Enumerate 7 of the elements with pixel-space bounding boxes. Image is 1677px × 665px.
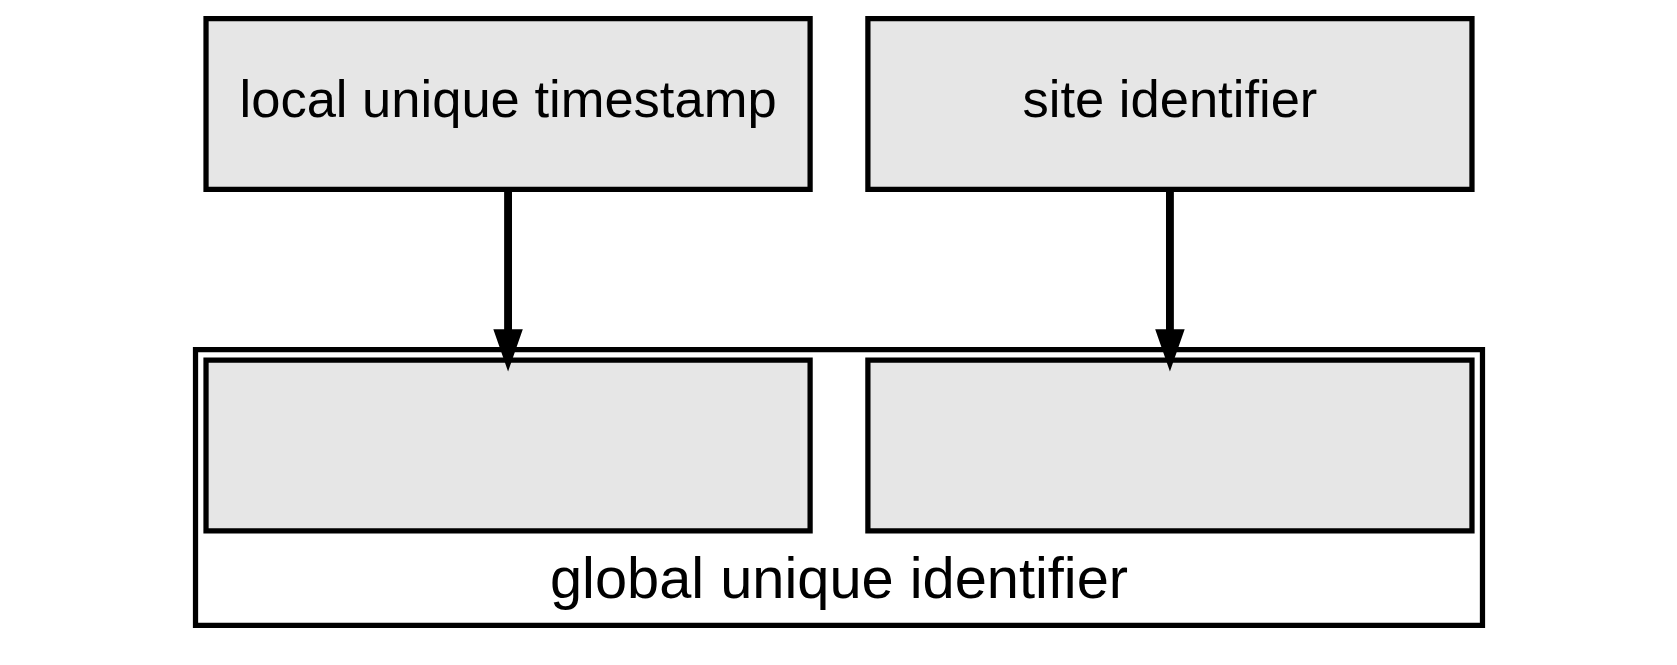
node-box: [202, 357, 813, 534]
arrow: [1154, 189, 1185, 372]
node-box: [864, 357, 1475, 534]
node-box: site identifier: [864, 16, 1475, 192]
arrow: [492, 189, 523, 372]
cluster: global unique identifier: [192, 346, 1485, 628]
node-box: local unique timestamp: [202, 16, 813, 192]
